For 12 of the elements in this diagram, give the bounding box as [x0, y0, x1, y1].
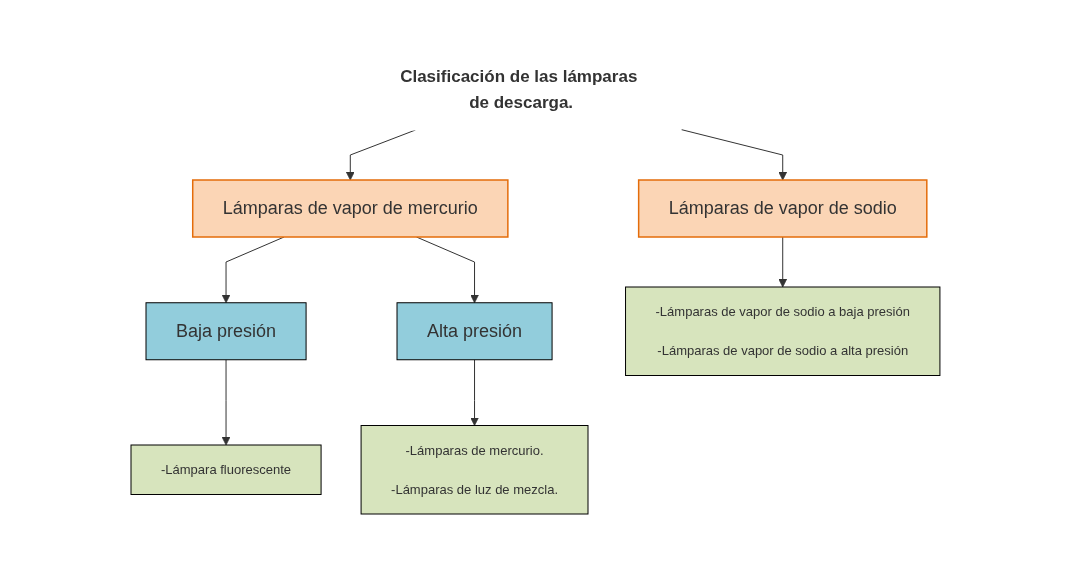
arrow [680, 129, 787, 181]
node-box: Baja presión [145, 302, 307, 361]
node-box: -Lámparas de vapor de sodio a baja presión -Lámparas de vapor de sodio a alta presión [624, 286, 940, 376]
node-box: -Lámparas de mercurio. -Lámparas de luz de mezcla. [360, 425, 589, 515]
arrow [469, 359, 479, 426]
node-text: Clasificación de las lámparas de descarga. [399, 67, 637, 112]
node-box: Lámparas de vapor de mercurio [191, 179, 509, 238]
node-box: -Lámpara fluorescente [130, 444, 322, 495]
node-box: Alta presión [396, 302, 553, 361]
arrow [777, 236, 787, 288]
arrow [221, 359, 230, 446]
node-box: Lámparas de vapor de sodio [637, 179, 928, 238]
